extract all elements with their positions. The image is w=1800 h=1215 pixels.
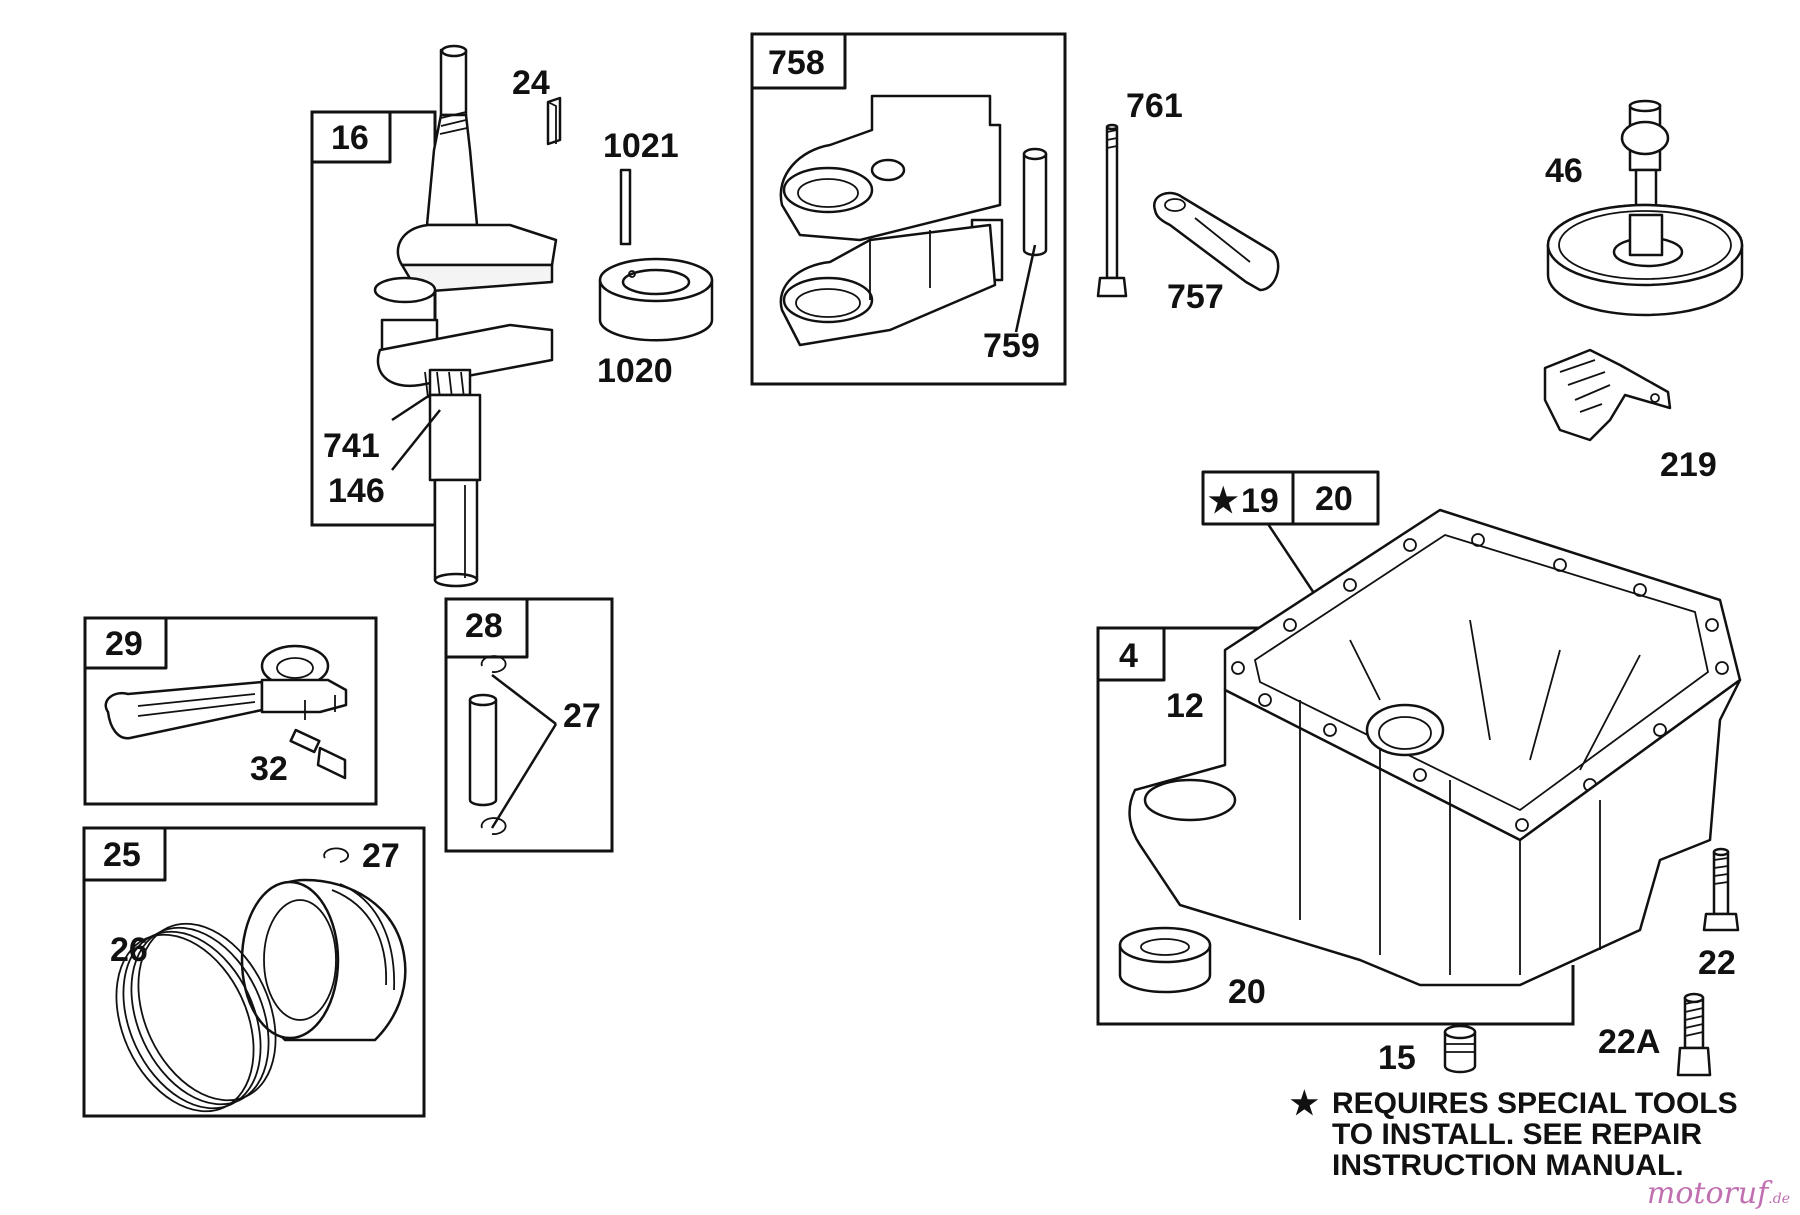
drain-plug-part (1443, 1024, 1477, 1074)
flange-holes (1231, 533, 1729, 832)
piston-group: 25 27 26 (82, 826, 426, 1118)
label-25: 25 (103, 836, 141, 874)
conrod-part (104, 644, 348, 740)
label-4: 4 (1119, 637, 1138, 675)
key-part: 24 (512, 64, 562, 146)
label-20b: 20 (1228, 973, 1266, 1011)
label-27a: 27 (563, 697, 601, 735)
label-146: 146 (328, 472, 385, 510)
label-1020: 1020 (597, 352, 673, 390)
conrod-screw-part (289, 728, 347, 780)
note-line-3: INSTRUCTION MANUAL. (1332, 1149, 1684, 1182)
oil-seal-part (1118, 926, 1212, 994)
special-tools-note: ★ REQUIRES SPECIAL TOOLS TO INSTALL. SEE… (1290, 1085, 1738, 1182)
label-741: 741 (323, 427, 380, 465)
screw-22a-part (1676, 992, 1712, 1077)
piston-part (240, 878, 407, 1042)
label-16: 16 (331, 119, 369, 157)
governor-assembly-part: 219 (1543, 348, 1717, 484)
piston-pin-box (444, 597, 614, 853)
label-759: 759 (983, 327, 1040, 365)
label-219: 219 (1660, 446, 1717, 484)
seal-label-box-19 (1201, 470, 1295, 526)
watermark-logo: motoruf.de (1647, 1176, 1790, 1211)
sump-part (1128, 508, 1742, 987)
label-758: 758 (768, 44, 825, 82)
label-24: 24 (512, 64, 550, 102)
watermark-suffix: .de (1768, 1191, 1790, 1207)
label-27b: 27 (362, 837, 400, 875)
governor-sleeve-part (1022, 147, 1048, 257)
piston-rings-part (115, 922, 277, 1113)
governor-housing-part (779, 94, 1004, 347)
conrod-group: 29 32 (83, 616, 378, 806)
governor-box (750, 32, 1067, 386)
pin-part: 1021 (603, 127, 679, 246)
crankshaft-group: 16 741 146 (310, 44, 558, 588)
label-19: 19 (1241, 482, 1279, 520)
note-line-1: REQUIRES SPECIAL TOOLS (1332, 1087, 1738, 1120)
retainer-clip (323, 847, 350, 863)
star-symbol: ★ (1208, 482, 1238, 520)
label-15: 15 (1378, 1039, 1416, 1077)
label-1021: 1021 (603, 127, 679, 165)
label-20a: 20 (1315, 480, 1353, 518)
seal-label-box-20 (1291, 470, 1380, 526)
label-757: 757 (1167, 278, 1224, 316)
label-22a: 22A (1598, 1023, 1660, 1061)
label-22: 22 (1698, 944, 1736, 982)
lever-part: 757 (1152, 191, 1280, 316)
camshaft-part: 46 (1545, 99, 1744, 317)
crankshaft-part (373, 44, 558, 588)
sump-group: ★ 19 20 4 12 (1096, 470, 1742, 1077)
conrod-box (83, 616, 378, 806)
note-line-2: TO INSTALL. SEE REPAIR (1332, 1118, 1703, 1151)
watermark-text: motoruf (1646, 1176, 1769, 1211)
piston-box (82, 826, 426, 1118)
piston-pin-part (468, 655, 507, 835)
label-28: 28 (465, 607, 503, 645)
bolt-part: 761 (1096, 87, 1183, 298)
piston-pin-group: 28 27 (444, 597, 614, 853)
label-12: 12 (1166, 687, 1204, 725)
label-46: 46 (1545, 152, 1583, 190)
governor-housing-group: 758 759 (750, 32, 1067, 386)
label-761: 761 (1126, 87, 1183, 125)
note-star-icon: ★ (1290, 1085, 1319, 1121)
screw-22-part (1702, 847, 1740, 932)
label-26: 26 (110, 931, 148, 969)
label-29: 29 (105, 625, 143, 663)
sleeve-part: 1020 (597, 257, 714, 390)
label-32: 32 (250, 750, 288, 788)
